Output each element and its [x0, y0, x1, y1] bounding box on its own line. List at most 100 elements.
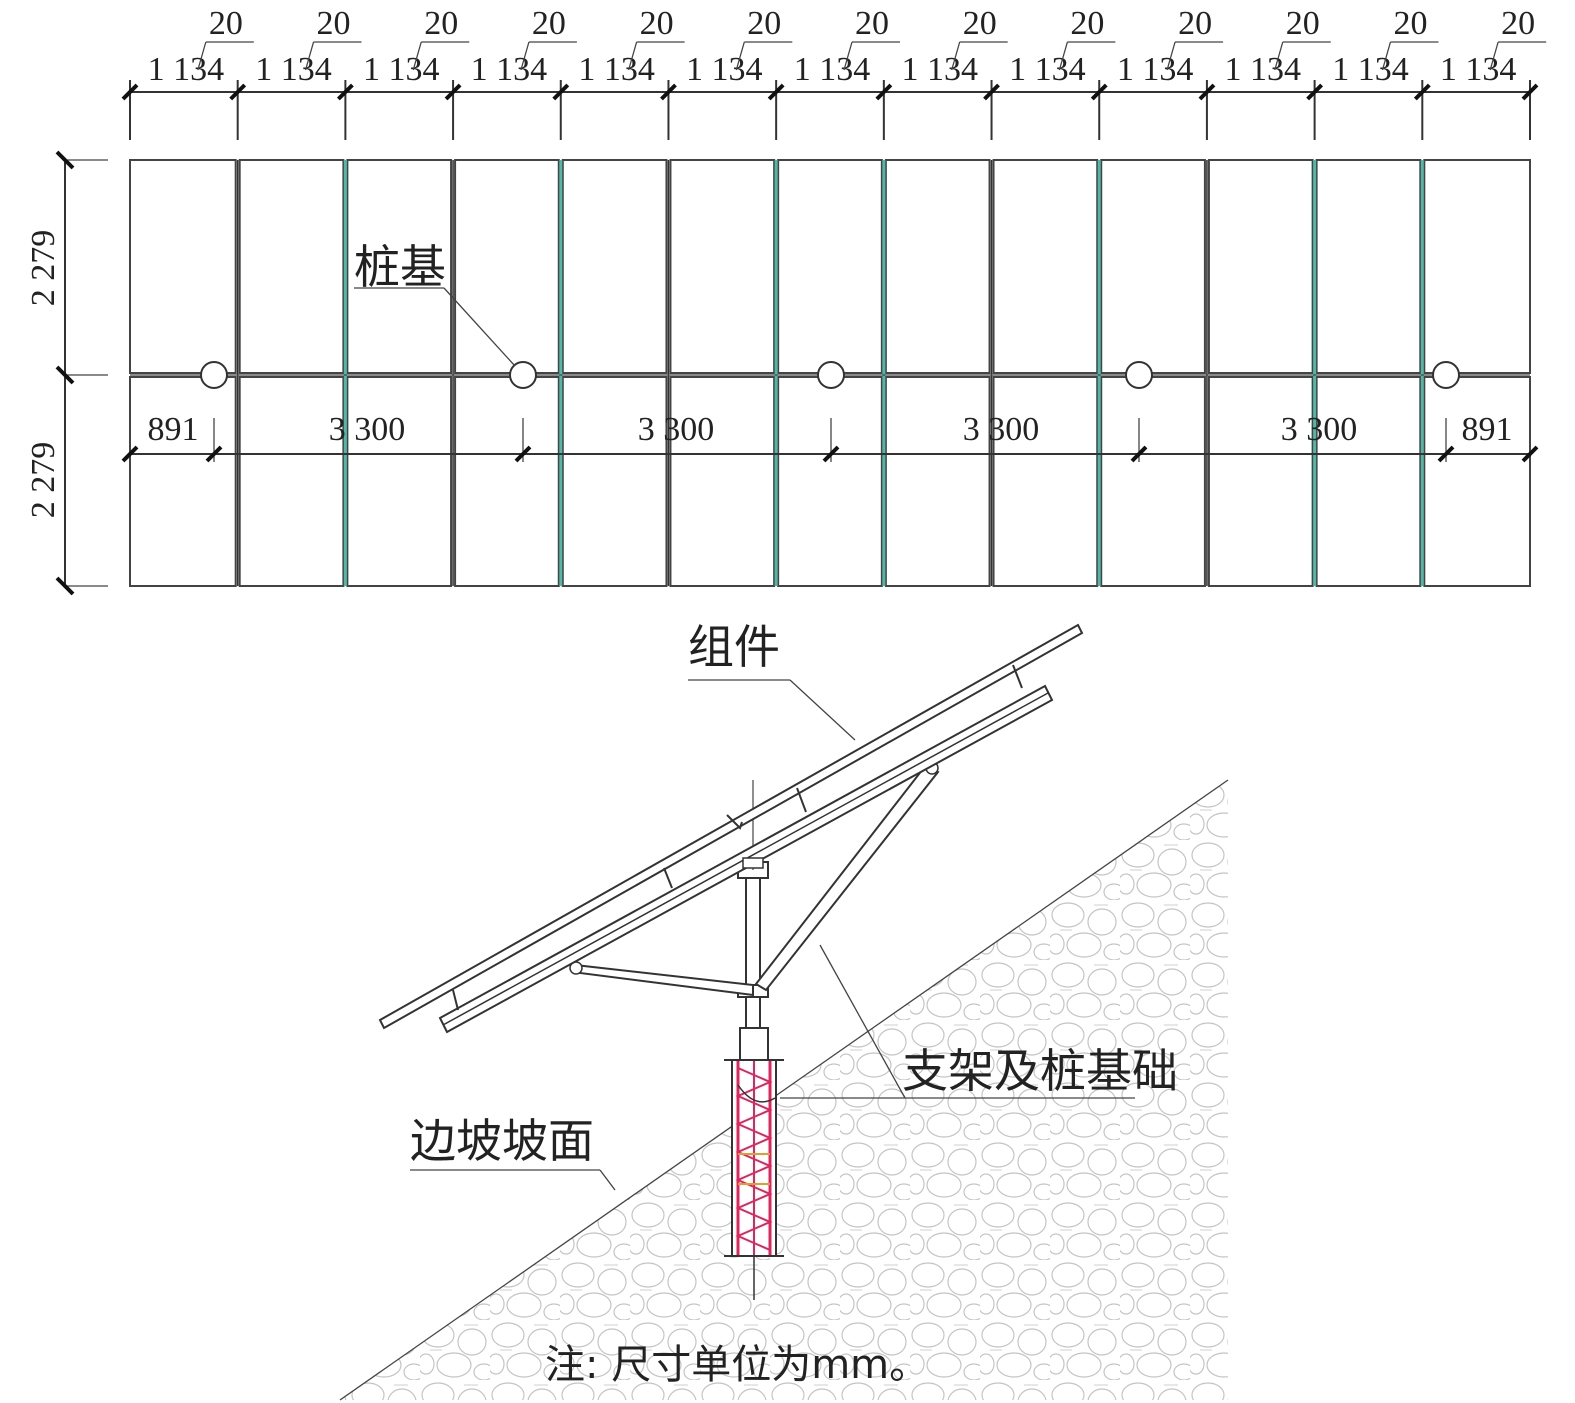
module-panel	[1315, 159, 1422, 374]
support-section-view: 组件 支架及桩基础 边坡坡面	[339, 620, 1229, 1401]
module-panel	[1423, 376, 1532, 587]
array-plan-view: 1 134 20 1 134 20 1 134 20 1 134 20 1 134 20 1 134…	[25, 5, 1547, 596]
top-dimension-tick	[336, 83, 354, 101]
gap-label: 20	[855, 5, 889, 42]
top-dimension-tick	[1198, 83, 1216, 101]
module-panel	[129, 376, 237, 587]
pile-marker	[1432, 361, 1460, 389]
left-tick-mid	[55, 365, 75, 385]
gap-leader-line	[197, 41, 207, 71]
pile-spacing-2: 3 300	[638, 411, 715, 448]
gap-leader-line	[1166, 41, 1176, 71]
module-width-label: 1 134	[363, 51, 440, 88]
module-width-label: 1 134	[1009, 51, 1086, 88]
support-leader-line	[819, 944, 906, 1099]
pile-spacing-3: 3 300	[963, 411, 1040, 448]
spacing-tick	[1437, 445, 1455, 463]
spacing-tick	[1521, 445, 1539, 463]
unit-note: 注: 尺寸单位为mm。	[545, 1342, 929, 1388]
top-dimension-tick	[767, 83, 785, 101]
gap-label: 20	[317, 5, 351, 42]
pile-marker	[1125, 361, 1153, 389]
module-width-label: 1 134	[255, 51, 332, 88]
slope-leader-line	[599, 1169, 616, 1191]
module-width-label: 1 134	[901, 51, 978, 88]
left-tick-bottom	[55, 576, 75, 596]
gap-leader-line	[1274, 41, 1284, 71]
gap-label: 20	[424, 5, 458, 42]
pile-spacing-4: 3 300	[1281, 411, 1358, 448]
module-width-label: 1 134	[686, 51, 763, 88]
module-height-label-lower: 2 279	[25, 442, 62, 519]
pile-leader-line	[443, 287, 516, 367]
module-width-label: 1 134	[578, 51, 655, 88]
gap-label: 20	[1501, 5, 1535, 42]
top-dimension-tick	[121, 83, 139, 101]
top-dimension-tick	[444, 83, 462, 101]
pile-marker	[200, 361, 228, 389]
module-panel	[992, 159, 1099, 374]
top-dimension-labels: 1 134 20 1 134 20 1 134 20 1 134 20 1 134 20 1 134…	[148, 5, 1547, 88]
module-panel	[129, 159, 237, 374]
module-leader-line	[789, 679, 856, 741]
module-label: 组件	[688, 620, 780, 674]
top-dimension-tick	[552, 83, 570, 101]
top-dimension-tick	[1090, 83, 1108, 101]
module-panel	[346, 159, 453, 374]
pv-module	[378, 623, 1084, 1030]
module-panel	[1100, 159, 1206, 374]
edge-spacing-left: 891	[148, 411, 199, 448]
left-tick-top	[55, 150, 75, 170]
module-panel	[1207, 159, 1314, 374]
pile-spacing-ticks	[121, 418, 1539, 463]
main-beam	[438, 684, 1054, 1034]
gap-label: 20	[1070, 5, 1104, 42]
gap-leader-line	[627, 41, 638, 71]
pile-label: 桩基	[354, 240, 446, 294]
module-grid	[129, 159, 1532, 587]
top-dimension-tick	[983, 83, 1000, 101]
module-panel	[346, 376, 453, 587]
module-width-label: 1 134	[1117, 51, 1194, 88]
gap-label: 20	[747, 5, 781, 42]
gap-leader-line	[304, 41, 315, 71]
pile-marker	[509, 361, 537, 389]
spacing-tick	[514, 445, 532, 463]
gap-label: 20	[640, 5, 674, 42]
module-panel	[669, 159, 776, 374]
module-panel	[777, 376, 883, 587]
module-width-label: 1 134	[471, 51, 548, 88]
slope-label: 边坡坡面	[410, 1114, 594, 1168]
module-panel	[238, 159, 345, 374]
module-panel	[777, 159, 883, 374]
spacing-tick	[1130, 445, 1148, 463]
module-panel	[454, 376, 560, 587]
support-label: 支架及桩基础	[902, 1044, 1178, 1098]
gap-label: 20	[1286, 5, 1320, 42]
gap-label: 20	[1393, 5, 1427, 42]
module-width-label: 1 134	[1225, 51, 1302, 88]
spacing-tick	[822, 445, 840, 463]
top-dimension-tick	[1413, 83, 1431, 101]
top-dimension-tick	[660, 83, 677, 101]
module-panel	[561, 376, 668, 587]
gap-leader-line	[1381, 41, 1392, 71]
edge-spacing-right: 891	[1462, 411, 1513, 448]
top-dimension-tick	[1306, 83, 1324, 101]
module-height-label-upper: 2 279	[25, 230, 62, 307]
module-panel	[1100, 376, 1206, 587]
top-dimension-ticks	[121, 83, 1539, 101]
module-width-label: 1 134	[794, 51, 871, 88]
top-dimension-tick	[1521, 83, 1539, 101]
top-dimension-tick	[229, 83, 247, 101]
pile-spacing-1: 3 300	[329, 411, 406, 448]
module-width-label: 1 134	[1440, 51, 1517, 88]
module-panel	[669, 376, 776, 587]
module-panel	[992, 376, 1099, 587]
gap-leader-line	[520, 41, 530, 71]
spacing-tick	[121, 445, 139, 463]
module-panel	[1207, 376, 1314, 587]
module-panel	[238, 376, 345, 587]
gap-leader-line	[1058, 41, 1069, 71]
